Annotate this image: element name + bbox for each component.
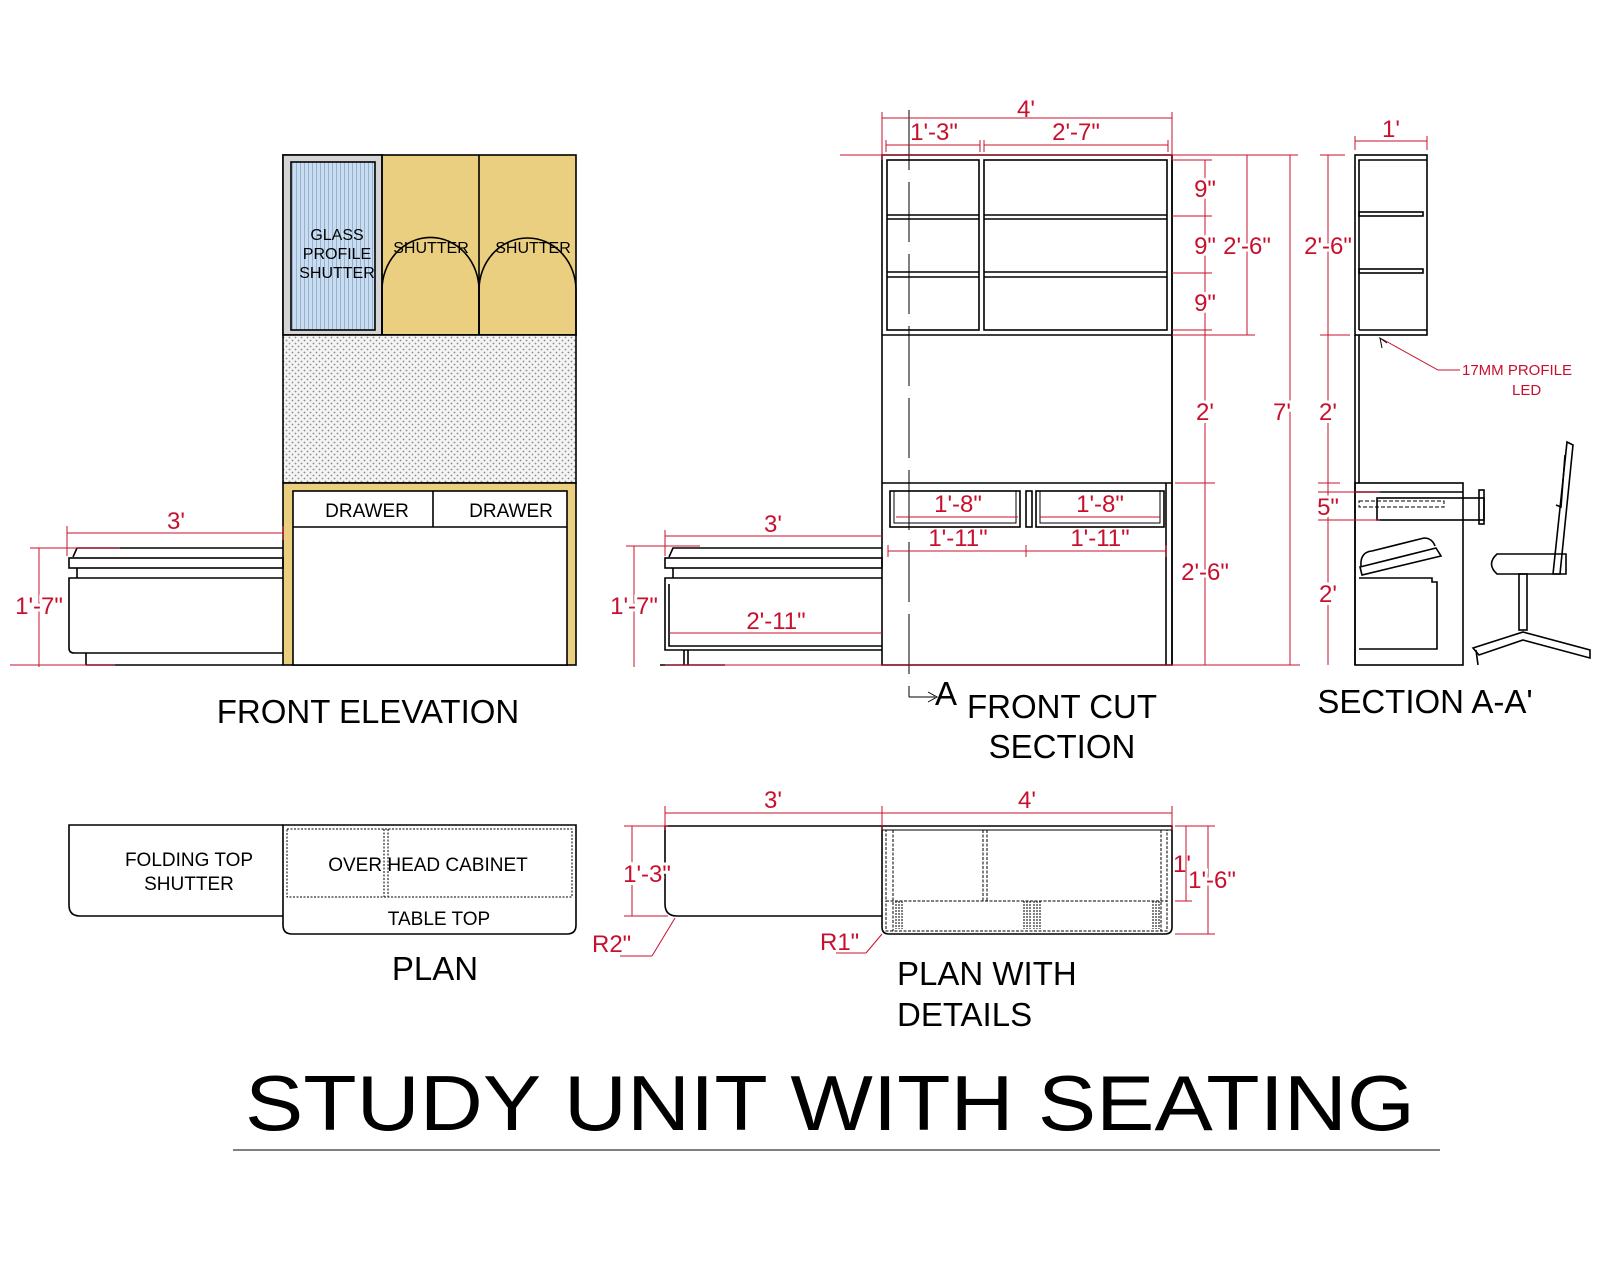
- bench-plan: [664, 825, 882, 917]
- overhead-side: [1354, 154, 1428, 336]
- glass-shutter-label-3: SHUTTER: [299, 265, 375, 282]
- svg-text:4': 4': [1017, 96, 1035, 123]
- svg-text:17MM PROFILE: 17MM PROFILE: [1462, 362, 1572, 379]
- table-top: [282, 824, 577, 935]
- drawer-label-2: DRAWER: [469, 501, 553, 522]
- dimension-total-height: 7': [1250, 154, 1298, 665]
- dimension-shelves: 9" 9" 9": [1172, 159, 1219, 350]
- section-aa: 1' 2'-6" 2' 5" 2' 17MM PROFILE LED SECTI…: [1301, 116, 1591, 720]
- shutter-label-2: SHUTTER: [495, 240, 571, 257]
- svg-text:9": 9": [1194, 290, 1216, 317]
- svg-text:R1": R1": [820, 929, 859, 956]
- front-elevation: GLASS PROFILE SHUTTER SHUTTER SHUTTER DR…: [10, 154, 577, 730]
- svg-text:2': 2': [1319, 399, 1337, 426]
- folding-top-label-2: SHUTTER: [144, 874, 234, 895]
- svg-text:9": 9": [1194, 233, 1216, 260]
- front-cut-section-title-1: FRONT CUT: [967, 688, 1157, 725]
- dimension-bench-height: 1'-7": [10, 547, 120, 667]
- sheet-title: STUDY UNIT WITH SEATING: [245, 1059, 1415, 1147]
- led-note: 17MM PROFILE LED: [1379, 336, 1572, 399]
- dimension-cabinet-height: 2'-6": [1172, 155, 1274, 336]
- svg-text:2'-6": 2'-6": [1223, 233, 1271, 260]
- drawer-side: [1376, 497, 1485, 521]
- svg-text:LED: LED: [1512, 382, 1541, 399]
- svg-text:7': 7': [1273, 399, 1291, 426]
- folding-top-shutter: [68, 824, 283, 917]
- svg-text:1': 1': [1382, 116, 1400, 143]
- dimension-right-bay: 2'-7": [983, 119, 1169, 152]
- dimension-bench-width: 3': [66, 508, 284, 556]
- svg-text:2': 2': [1196, 399, 1214, 426]
- unit-outline: [881, 154, 1173, 666]
- svg-text:1'-11": 1'-11": [928, 525, 987, 552]
- table-plan: [881, 825, 1173, 935]
- dimension-section-heights: 2'-6" 2' 5" 2': [1301, 154, 1380, 665]
- dimension-left-bay: 1'-3": [885, 119, 981, 152]
- svg-text:3': 3': [764, 787, 782, 814]
- plan-with-details-title-2: DETAILS: [897, 996, 1032, 1033]
- svg-text:1'-6": 1'-6": [1188, 867, 1236, 894]
- arched-shutter-2: [478, 237, 577, 336]
- front-elevation-title: FRONT ELEVATION: [217, 693, 520, 730]
- svg-text:2': 2': [1319, 581, 1337, 608]
- shutter-label-1: SHUTTER: [393, 240, 469, 257]
- glass-shutter-label-1: GLASS: [310, 227, 363, 244]
- drawer-label-1: DRAWER: [325, 501, 409, 522]
- svg-text:1': 1': [1173, 851, 1191, 878]
- svg-text:1'-7": 1'-7": [15, 593, 63, 620]
- base-side: [1354, 482, 1464, 666]
- folding-top-label-1: FOLDING TOP: [125, 850, 253, 871]
- svg-text:1'-8": 1'-8": [934, 491, 982, 518]
- dimension-plan-widths: 3' 4': [664, 787, 1173, 830]
- svg-text:2'-6": 2'-6": [1181, 559, 1229, 586]
- arched-shutter-1: [381, 236, 480, 336]
- radius-callouts: R2" R1": [592, 917, 883, 958]
- glass-profile-shutter: [290, 161, 376, 331]
- svg-text:2'-11": 2'-11": [746, 608, 805, 635]
- svg-text:R2": R2": [592, 931, 631, 958]
- table-top-label: TABLE TOP: [388, 909, 490, 930]
- plan: FOLDING TOP SHUTTER OVER HEAD CABINET TA…: [68, 824, 577, 987]
- front-cut-section-title-2: SECTION: [989, 728, 1136, 765]
- svg-text:3': 3': [167, 508, 185, 535]
- svg-text:3': 3': [764, 511, 782, 538]
- dimension-drawers: 1'-8" 1'-8" 1'-11" 1'-11": [887, 491, 1167, 557]
- plan-with-details: 3' 4' 1'-3" 1' 1'-6" R2" R1" PLAN WITH D…: [592, 787, 1239, 1033]
- svg-text:1'-8": 1'-8": [1076, 491, 1124, 518]
- dimension-total-width: 4': [881, 96, 1173, 160]
- svg-text:1'-3": 1'-3": [623, 861, 671, 888]
- plan-title: PLAN: [392, 950, 478, 987]
- bench-section: [660, 547, 883, 666]
- front-cut-section: A 4' 1'-3": [607, 96, 1300, 765]
- dimension-depth: 1': [1354, 116, 1428, 150]
- dimension-gap: 2' 2'-6": [1175, 335, 1232, 665]
- svg-text:1'-3": 1'-3": [910, 119, 958, 146]
- svg-text:2'-6": 2'-6": [1304, 233, 1352, 260]
- overhead-cabinet-label: OVER HEAD CABINET: [328, 855, 528, 876]
- back-panel: [282, 334, 577, 484]
- section-marker: A: [935, 675, 957, 712]
- section-aa-title: SECTION A-A': [1317, 683, 1532, 720]
- plan-with-details-title-1: PLAN WITH: [897, 955, 1077, 992]
- svg-text:1'-11": 1'-11": [1070, 525, 1129, 552]
- svg-text:2'-7": 2'-7": [1052, 119, 1100, 146]
- svg-text:5": 5": [1317, 494, 1339, 521]
- svg-text:9": 9": [1194, 176, 1216, 203]
- svg-text:1'-7": 1'-7": [610, 593, 658, 620]
- svg-text:4': 4': [1018, 787, 1036, 814]
- bench: [68, 547, 284, 666]
- dimension-bench-section: 3' 2'-11" 1'-7": [607, 511, 882, 667]
- glass-shutter-label-2: PROFILE: [303, 246, 371, 263]
- chair: [1471, 440, 1591, 666]
- dimension-plan-depths: 1'-3" 1' 1'-6": [620, 825, 1239, 935]
